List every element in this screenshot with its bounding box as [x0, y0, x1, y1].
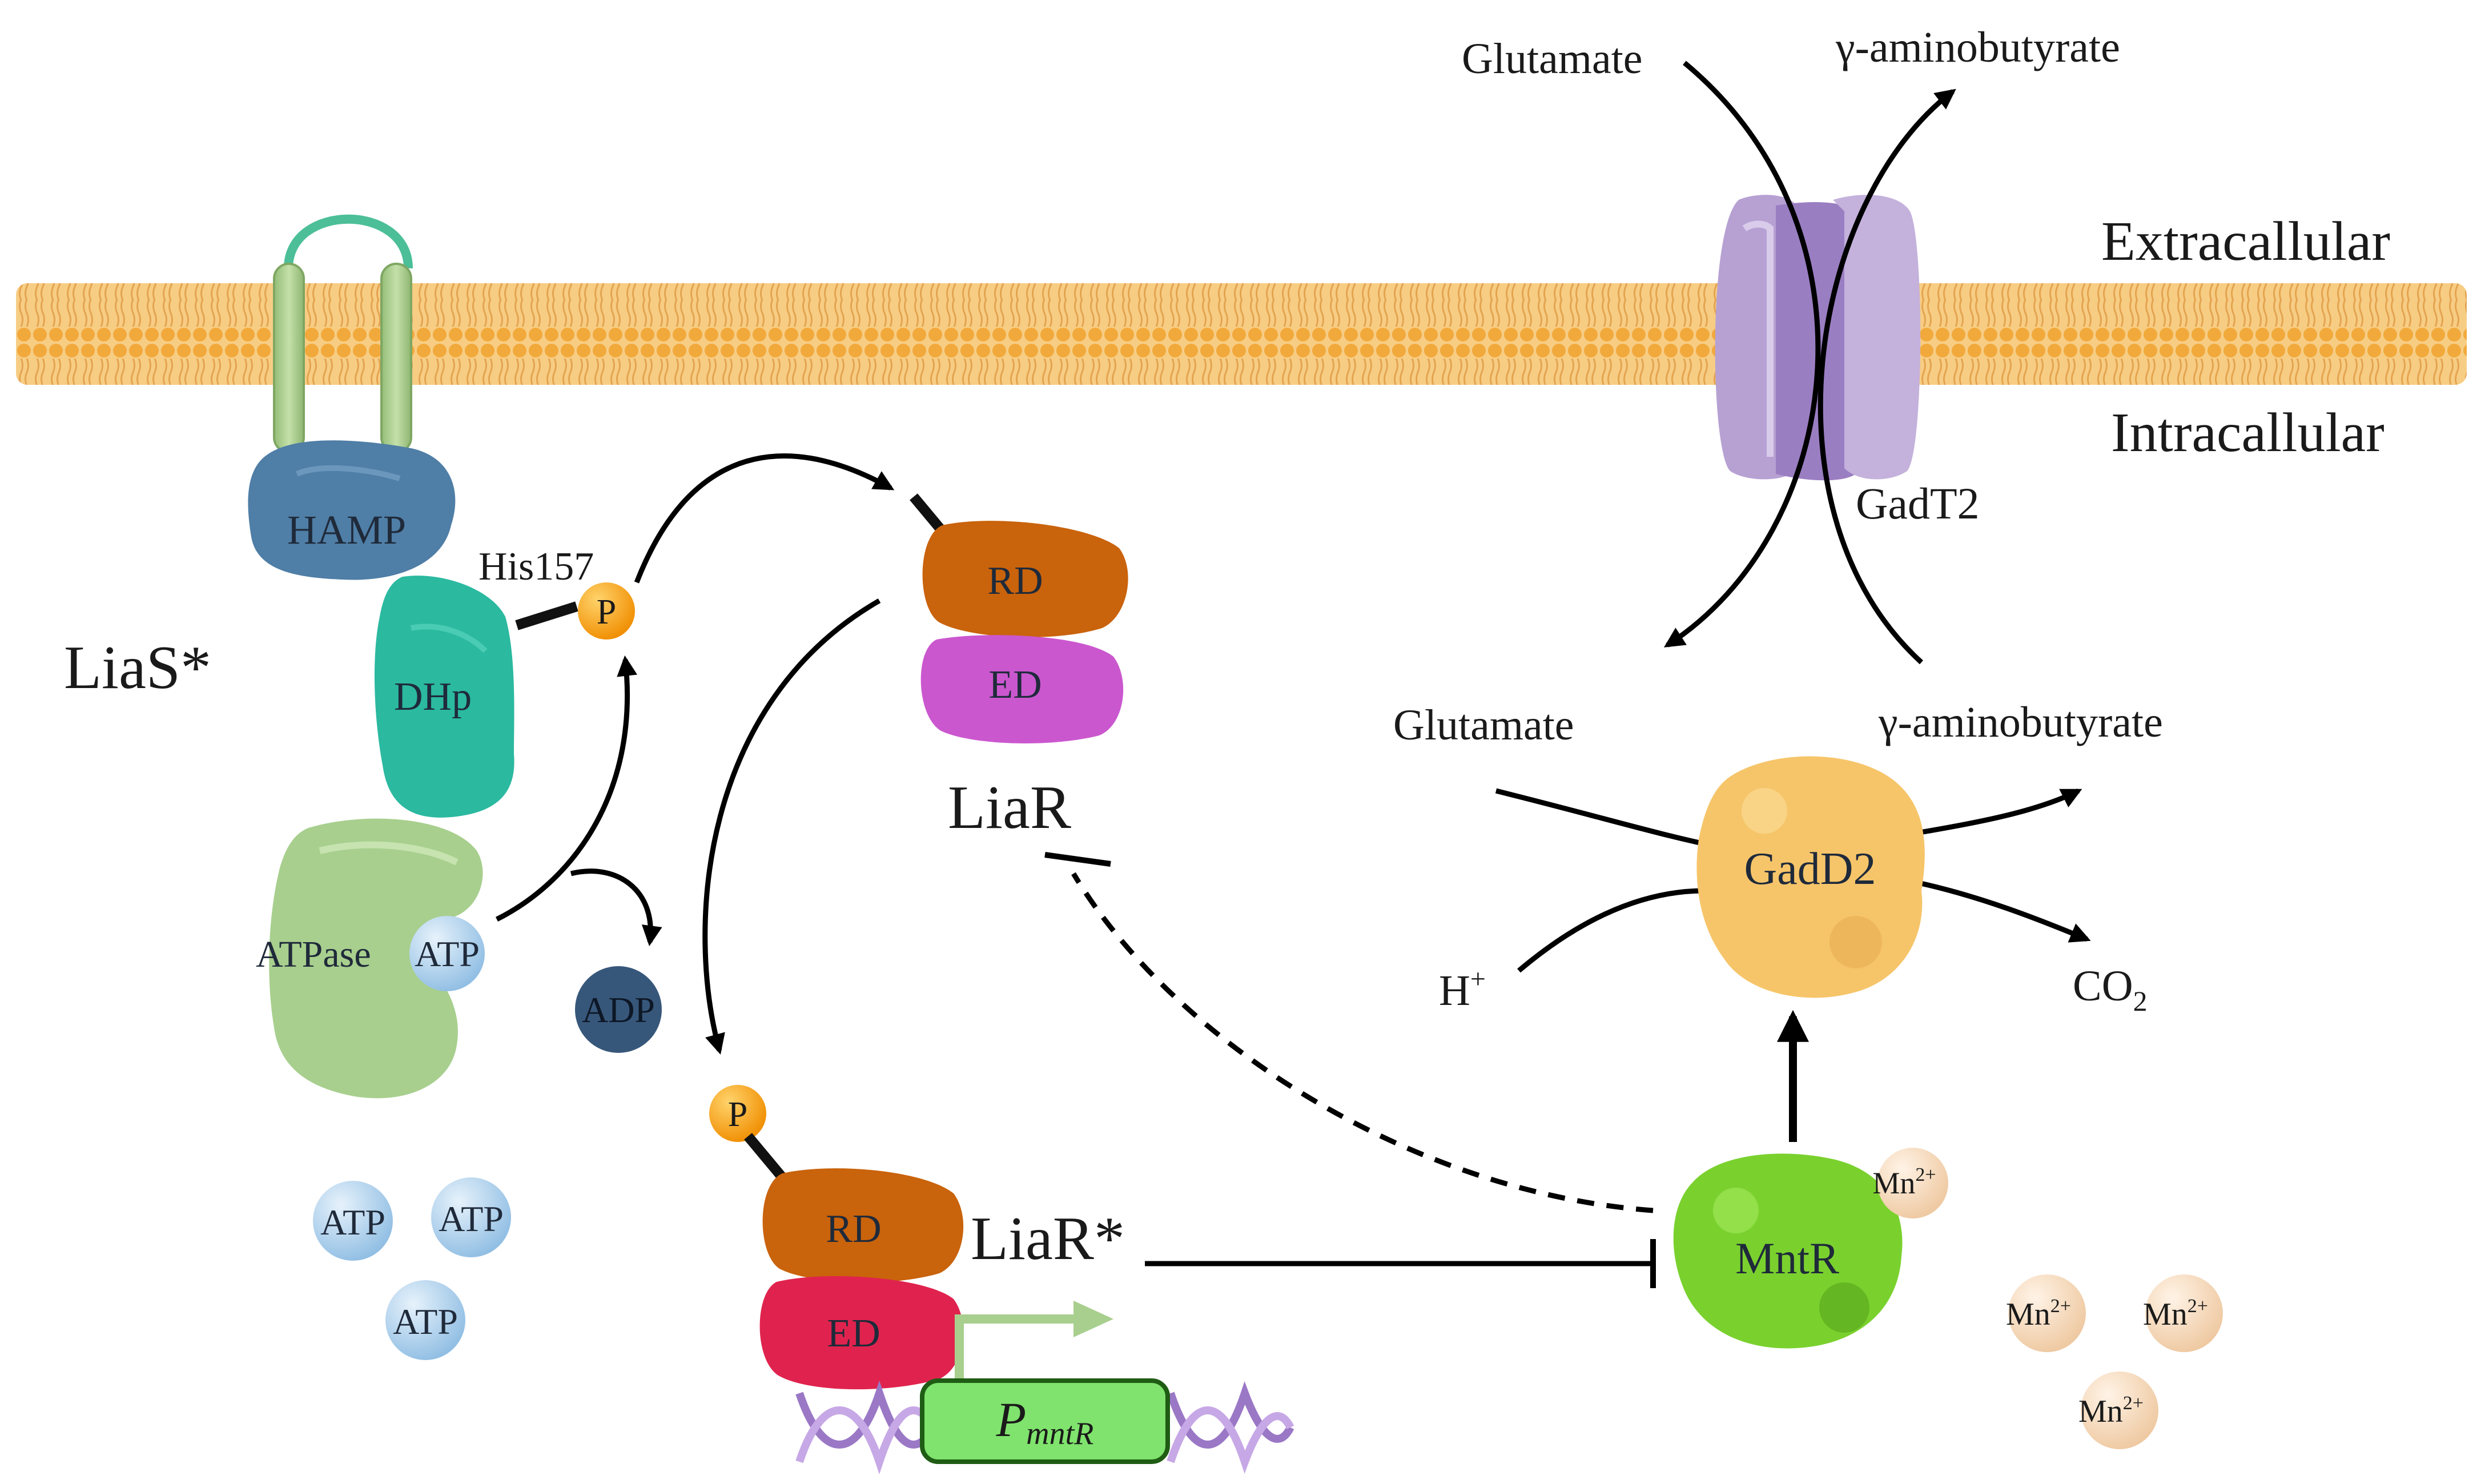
dhp-label: DHp — [394, 675, 472, 719]
promoter-subscript: mntR — [1026, 1416, 1093, 1451]
liar-ed-domain — [920, 635, 1124, 743]
gaba-product-arrow — [1912, 788, 2082, 836]
gadt2-glutamate-label: Glutamate — [1462, 35, 1643, 83]
adp-label: ADP — [582, 990, 655, 1030]
adp-molecule — [575, 966, 662, 1053]
proton-symbol: H — [1439, 967, 1470, 1015]
lias-transmembrane-helices — [273, 214, 413, 453]
intracellular-label: Intracallular — [2111, 402, 2385, 464]
mntr-bound-mn-symbol: Mn — [1872, 1166, 1915, 1200]
free-mn-ions — [2008, 1274, 2223, 1449]
proton-superscript: + — [1470, 964, 1486, 994]
mntr-label: MntR — [1735, 1233, 1839, 1283]
liar-ed-label: ED — [988, 663, 1042, 707]
free-mn-label-1: Mn2+ — [2006, 1296, 2071, 1332]
mntr-bound-mn-charge: 2+ — [1915, 1164, 1936, 1185]
free-mn-charge-1: 2+ — [2050, 1296, 2071, 1317]
gadd2-label: GadD2 — [1744, 844, 1876, 894]
his157-label: His157 — [478, 545, 594, 589]
gadd2-gaba-label: γ-aminobutyrate — [1878, 698, 2163, 746]
hamp-label: HAMP — [287, 507, 406, 553]
free-mn-charge-2: 2+ — [2188, 1296, 2208, 1317]
transcription-start-arrow — [955, 1314, 1085, 1382]
free-mn-symbol-3: Mn — [2078, 1394, 2123, 1429]
gadt2-gaba-label: γ-aminobutyrate — [1835, 23, 2120, 71]
co2-product-arrow — [1915, 879, 2091, 943]
free-atp-label-2: ATP — [439, 1199, 504, 1239]
co2-symbol: CO — [2073, 962, 2133, 1010]
mntr-bound-mn — [1877, 1148, 1948, 1218]
lias-bound-atp — [409, 916, 485, 991]
free-atp-molecules — [313, 1177, 511, 1360]
mntr-promoter-box — [920, 1378, 1170, 1464]
free-atp-label-1: ATP — [320, 1202, 385, 1242]
liar-label: LiaR — [948, 774, 1071, 842]
proton-label: H+ — [1439, 964, 1486, 1015]
liar-rd-label: RD — [987, 559, 1043, 603]
mntr-bound-mn-label: Mn2+ — [1872, 1164, 1936, 1200]
gadd2-enzyme — [1696, 756, 1925, 998]
dhp-domain — [374, 576, 514, 818]
hamp-domain — [248, 440, 456, 580]
glutamate-import-arrow — [1663, 61, 1821, 648]
lias-phosphate — [578, 582, 635, 640]
atpase-domain — [269, 818, 483, 1099]
lias-label: LiaS* — [64, 634, 211, 702]
free-atp-label-3: ATP — [393, 1301, 458, 1342]
liar-activation-arrow — [702, 598, 881, 1055]
proton-substrate-arrow — [1517, 888, 1705, 973]
promoter-label: PmntR — [996, 1392, 1094, 1451]
free-mn-symbol-1: Mn — [2006, 1297, 2050, 1332]
free-mn-label-2: Mn2+ — [2143, 1296, 2208, 1332]
liar-active-ed-domain — [759, 1276, 964, 1390]
lias-phosphate-label: P — [597, 593, 616, 632]
co2-subscript: 2 — [2133, 985, 2148, 1017]
atp-to-adp-arrow — [570, 868, 662, 947]
mntr-protein — [1673, 1153, 1903, 1349]
liar-active-linker — [744, 1133, 786, 1181]
mntr-represses-liar-bar — [1044, 852, 1111, 867]
extracellular-label: Extracallular — [2101, 211, 2390, 272]
liar-active-rd-label: RD — [826, 1207, 881, 1251]
co2-label: CO2 — [2073, 962, 2148, 1017]
transcription-arrowhead — [1073, 1301, 1113, 1337]
atpase-label: ATPase — [256, 934, 371, 975]
gadt2-label: GadT2 — [1856, 478, 1980, 528]
liar-active-phosphate — [709, 1085, 766, 1142]
free-mn-symbol-2: Mn — [2143, 1297, 2188, 1332]
free-mn-charge-3: 2+ — [2123, 1393, 2144, 1414]
gadd2-glutamate-label: Glutamate — [1393, 701, 1574, 749]
phosphotransfer-arrow — [634, 453, 895, 584]
free-mn-label-3: Mn2+ — [2078, 1393, 2144, 1429]
promoter-italic: P — [996, 1392, 1027, 1447]
liar-active-ed-label: ED — [827, 1312, 880, 1356]
liar-linker — [910, 493, 946, 534]
liar-active-phosphate-label: P — [728, 1095, 747, 1134]
mntr-represses-liar-dashed — [1071, 872, 1654, 1213]
lias-bound-atp-label: ATP — [415, 934, 480, 974]
liar-active-label: LiaR* — [971, 1205, 1125, 1273]
liar-rd-domain — [922, 521, 1128, 638]
gaba-export-arrow — [1817, 89, 1956, 665]
atp-to-phosphate-arrow — [495, 655, 638, 922]
glutamate-substrate-arrow — [1495, 788, 1711, 848]
his157-linker — [515, 601, 578, 630]
liar-active-rd-domain — [762, 1168, 964, 1283]
